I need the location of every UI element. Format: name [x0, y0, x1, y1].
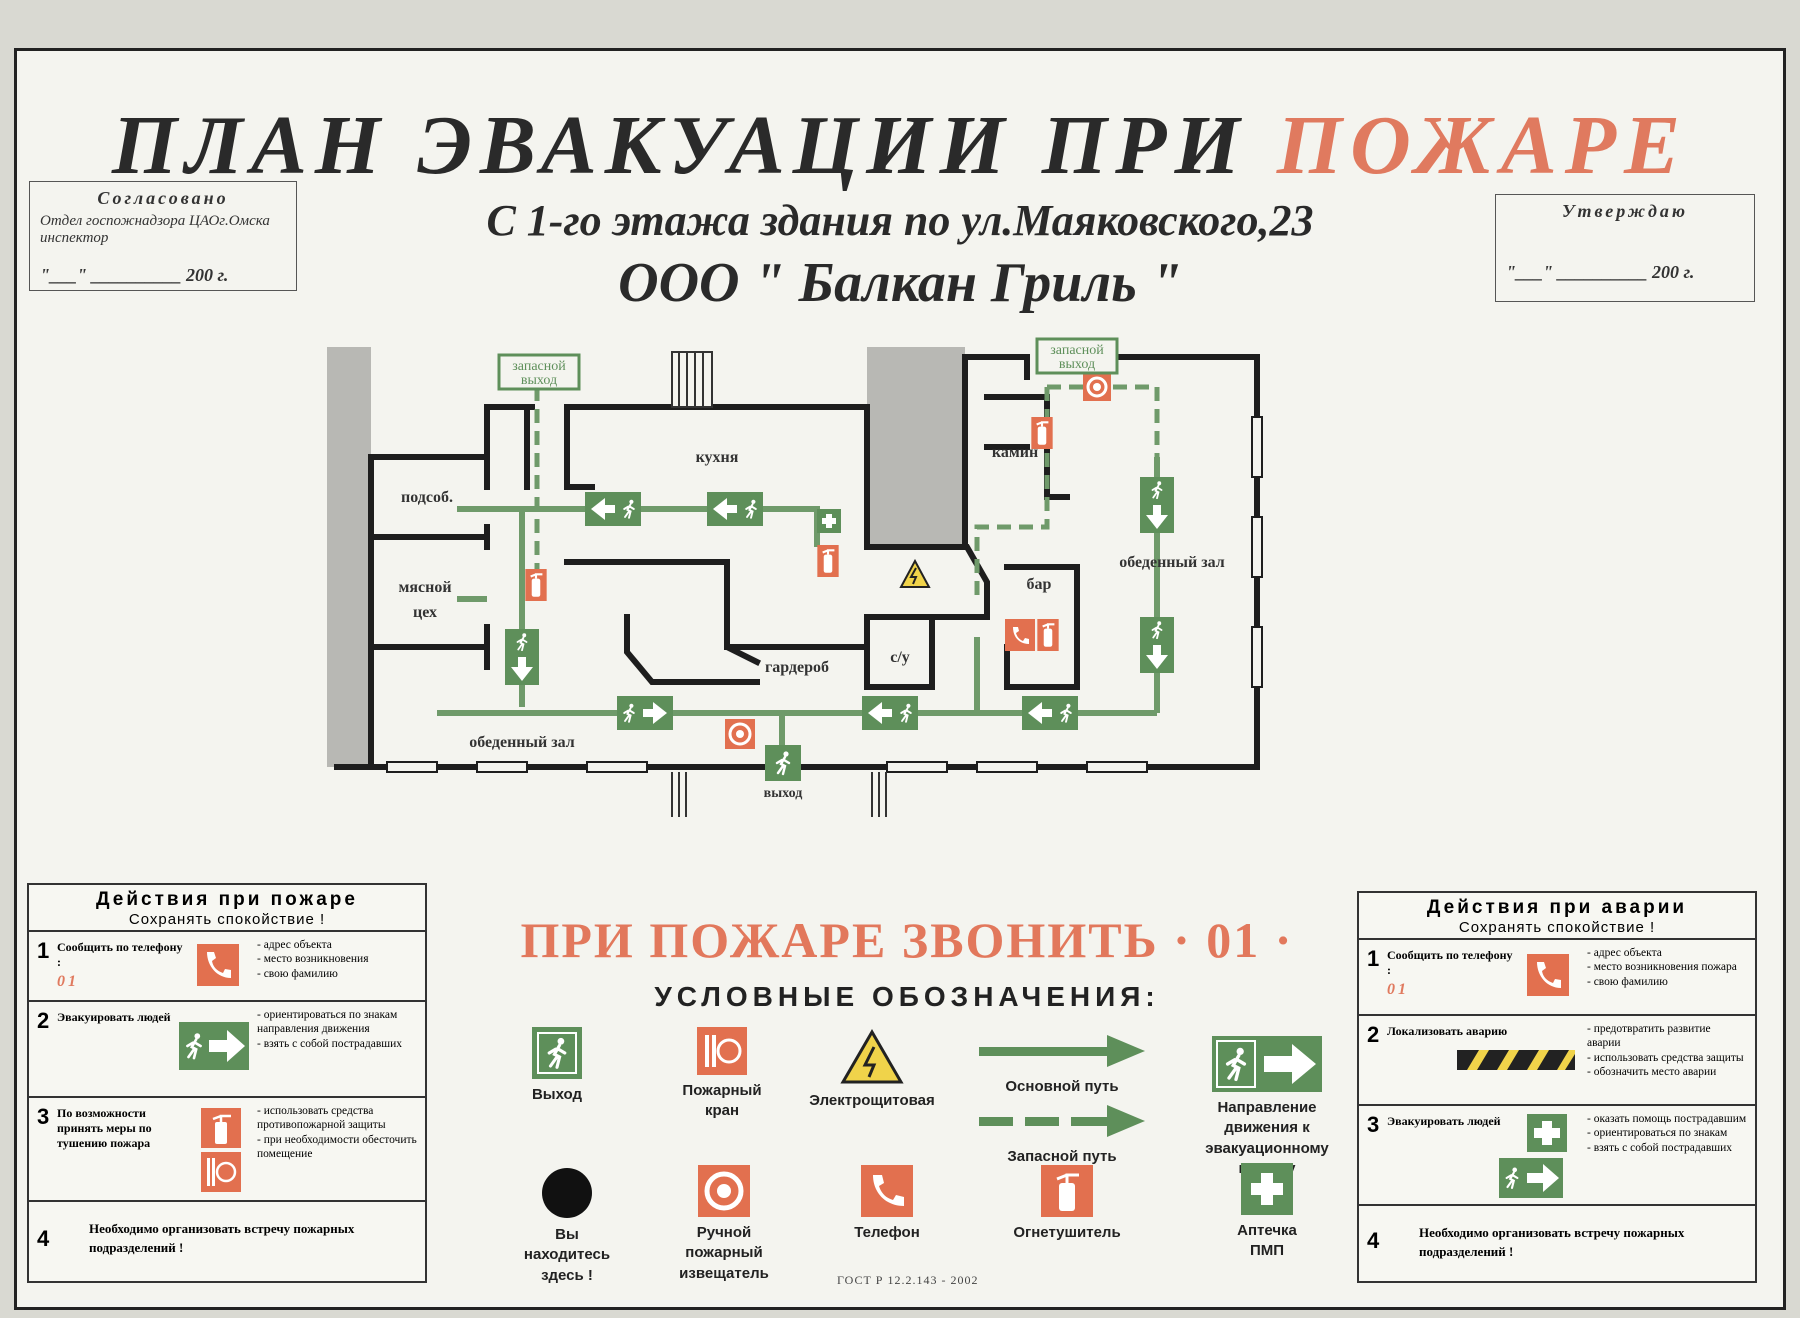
approval-stamp-left: Согласовано Отдел госпожнадзора ЦАОг.Омс… [29, 181, 297, 291]
you-are-here-dot-icon [542, 1168, 592, 1218]
stairs-bottom [671, 772, 887, 817]
fire-actions-subtitle: Сохранять спокойствие ! [128, 911, 326, 928]
room-dining-right: обеденный зал [1119, 554, 1225, 571]
manual-call-point-icon [698, 1165, 750, 1217]
room-fireplace: камин [992, 444, 1038, 461]
call-fire-number: ПРИ ПОЖАРЕ ЗВОНИТЬ · 01 · [520, 912, 1294, 968]
exit-sign-icon [532, 1027, 582, 1079]
exit-signs [505, 477, 1174, 781]
accident-action-row-2: 2 Локализовать аварию - предотвратить ра… [1359, 1016, 1755, 1106]
legend-title: УСЛОВНЫЕ ОБОЗНАЧЕНИЯ: [654, 981, 1160, 1012]
fire-actions-title: Действия при пожаре [96, 889, 358, 910]
evacuation-plan-sheet: ПЛАН ЭВАКУАЦИИ ПРИ ПОЖАРЕ С 1-го этажа з… [14, 48, 1786, 1310]
dashed-arrow-icon [979, 1105, 1145, 1137]
legend-phone: Телефон [837, 1165, 937, 1243]
windows [386, 416, 1263, 773]
title-main: ПЛАН ЭВАКУАЦИИ ПРИ [111, 99, 1277, 192]
legend-extinguisher: Огнетушитель [1002, 1165, 1132, 1243]
fire-action-row-2: 2 Эвакуировать людей - ориентироваться п… [29, 1002, 425, 1098]
spare-exit-left: запасной выход [497, 353, 581, 391]
fire-extinguisher-icon [1041, 1165, 1093, 1217]
gray-column-left [327, 347, 371, 767]
fire-action-row-1: 1 Сообщить по телефону :01 - адрес объек… [29, 932, 425, 1002]
title-fire-word: ПОЖАРЕ [1276, 99, 1689, 192]
accident-actions-title: Действия при аварии [1426, 897, 1688, 918]
fire-action-row-4: 4 Необходимо организовать встречу пожарн… [37, 1221, 355, 1255]
stamp-right-heading: Утверждаю [1561, 201, 1689, 221]
svg-text:выход: выход [521, 373, 557, 388]
spare-exit-right: запасной выход [1035, 337, 1119, 375]
solid-arrow-icon [979, 1035, 1145, 1067]
room-cloakroom: гардероб [765, 659, 829, 676]
stamp-left-date: "___" __________ 200 г. [40, 265, 229, 285]
room-dining-bottom: обеденный зал [469, 734, 575, 751]
accident-action-row-1: 1 Сообщить по телефону :01 - адрес объек… [1359, 940, 1755, 1016]
gost-standard: ГОСТ Р 12.2.143 - 2002 [837, 1273, 979, 1287]
telephone-icon [197, 944, 239, 986]
legend-spare-route: Запасной путь [972, 1101, 1152, 1167]
approval-stamp-right: Утверждаю "___" __________ 200 г. [1495, 194, 1755, 302]
telephone-icon [861, 1165, 913, 1217]
floor-plan-svg: запасной выход запасной выход выход кухн… [327, 337, 1263, 817]
svg-text:запасной: запасной [512, 359, 566, 374]
exit-direction-icon [1212, 1036, 1322, 1092]
gray-column-center [867, 347, 965, 547]
legend-electrical-panel: Электрощитовая [802, 1029, 942, 1111]
room-meat-1: мясной [398, 579, 451, 596]
fire-action-row-3: 3 По возможности принять меры по тушению… [29, 1098, 425, 1202]
fire-hydrant-icon [697, 1027, 747, 1075]
room-bar: бар [1027, 576, 1052, 593]
high-voltage-icon [840, 1029, 904, 1084]
legend-main-route: Основной путь [972, 1031, 1152, 1097]
svg-text:выход: выход [1059, 357, 1095, 372]
accident-action-row-4: 4 Необходимо организовать встречу пожарн… [1367, 1225, 1685, 1259]
main-exit-label: выход [764, 786, 803, 801]
exit-direction-icon [179, 1022, 249, 1070]
hazard-stripe-icon [1457, 1050, 1575, 1070]
accident-action-row-3: 3 Эвакуировать людей - оказать помощь по… [1359, 1106, 1755, 1206]
floor-plan: запасной выход запасной выход выход кухн… [327, 337, 1457, 947]
equipment-signs [525, 373, 1111, 749]
plan-title: ПЛАН ЭВАКУАЦИИ ПРИ ПОЖАРЕ [17, 97, 1783, 194]
first-aid-icon [1527, 1114, 1567, 1152]
svg-text:запасной: запасной [1050, 343, 1104, 358]
fire-extinguisher-icon [201, 1108, 241, 1148]
accident-actions-subtitle: Сохранять спокойствие ! [1458, 919, 1656, 936]
room-labels: кухня подсоб. мясной цех камин обеденный… [398, 444, 1224, 751]
room-meat-2: цех [413, 604, 437, 621]
stamp-left-heading: Согласовано [97, 188, 229, 208]
exit-direction-icon [1499, 1158, 1563, 1198]
stamp-left-line2: инспектор [40, 230, 109, 246]
room-utility: подсоб. [401, 489, 453, 506]
legend-exit: Выход [507, 1027, 607, 1105]
stairs-top [671, 351, 713, 408]
stamp-right-date: "___" __________ 200 г. [1506, 262, 1695, 282]
stamp-left-line1: Отдел госпожнадзора ЦАОг.Омска [40, 213, 270, 229]
room-wc: с/у [890, 649, 910, 666]
first-aid-icon [1241, 1163, 1293, 1215]
telephone-icon [1527, 954, 1569, 996]
room-kitchen: кухня [696, 449, 739, 466]
fire-hydrant-icon [201, 1152, 241, 1192]
company-name: ООО " Балкан Гриль " [618, 252, 1182, 314]
plan-subtitle: С 1-го этажа здания по ул.Маяковского,23 [486, 196, 1314, 245]
